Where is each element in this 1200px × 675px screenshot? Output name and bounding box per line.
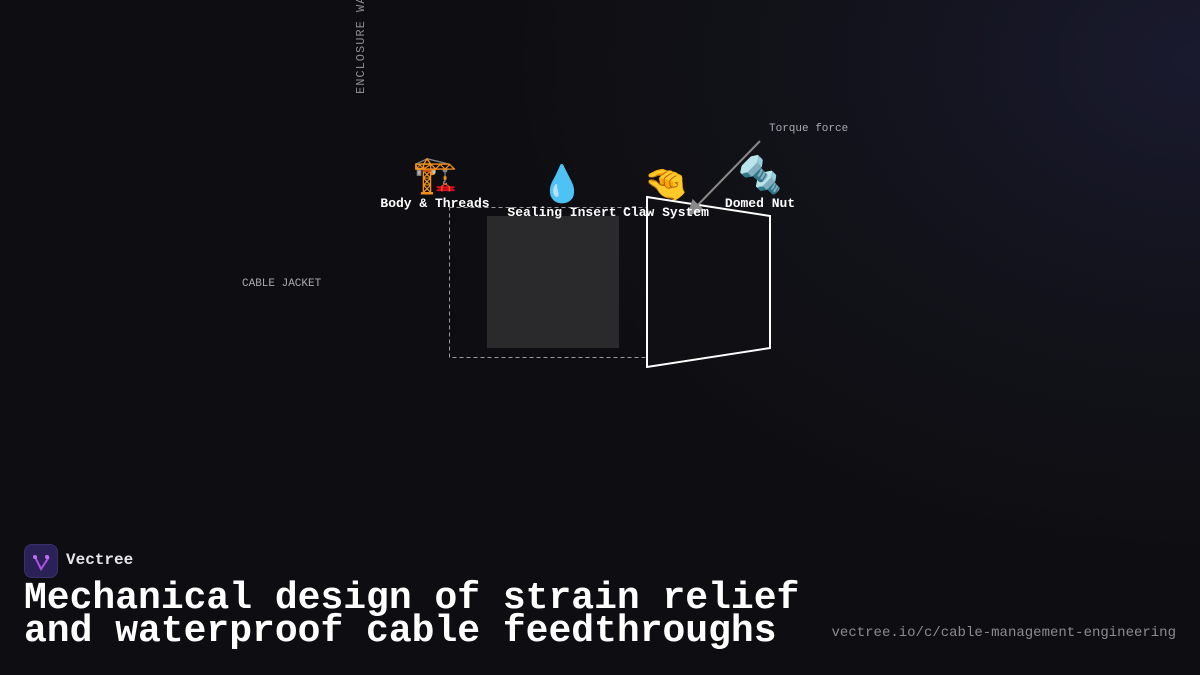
title-line-1: Mechanical design of strain relief (24, 577, 800, 620)
logo-tree-icon (33, 555, 50, 571)
component-claw-system: 🤏 Claw System (623, 164, 709, 221)
page-title: Mechanical design of strain relief and w… (24, 577, 800, 653)
torque-force-label: Torque force (769, 123, 849, 135)
source-url: vectree.io/c/cable-management-engineerin… (831, 625, 1176, 641)
domed-nut-shape (646, 195, 771, 369)
title-line-2: and waterproof cable feedthroughs (24, 610, 777, 653)
component-sealing-insert: 💧 Sealing Insert (507, 164, 617, 221)
nut-and-bolt-icon: 🔩 (737, 155, 783, 196)
cable-jacket-label: CABLE JACKET (242, 278, 322, 290)
component-label: Body & Threads (380, 196, 490, 211)
component-domed-nut: 🔩 Domed Nut (724, 155, 796, 212)
sealing-insert-block (487, 216, 619, 348)
pinching-hand-icon: 🤏 (643, 164, 689, 205)
component-body-threads: 🏗️ Body & Threads (380, 155, 490, 212)
component-label: Domed Nut (724, 196, 796, 211)
vectree-logo (24, 544, 58, 578)
water-droplet-icon: 💧 (539, 164, 585, 205)
component-label: Claw System (623, 205, 709, 220)
component-label: Sealing Insert (507, 205, 617, 220)
construction-crane-icon: 🏗️ (412, 155, 458, 196)
torque-force-arrow (687, 140, 761, 216)
brand-name: Vectree (66, 551, 134, 569)
